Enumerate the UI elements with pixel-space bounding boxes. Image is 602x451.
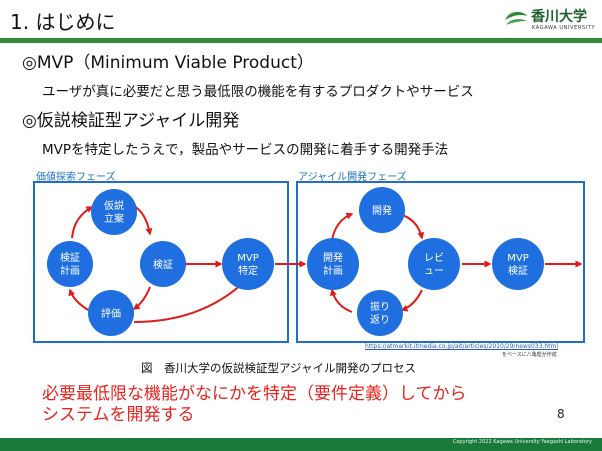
- arrow-devplan-to-dev: [331, 212, 354, 241]
- node-development-plan: [307, 238, 359, 290]
- source-note: をベースに八亀樫が作成: [502, 352, 557, 358]
- node-mvp-verify: [492, 238, 544, 290]
- node-hypothesis-label-2: 立案: [104, 212, 124, 225]
- node-verification-label: 検証: [153, 258, 173, 271]
- node-evaluation-label: 評価: [101, 307, 121, 320]
- node-review: [408, 238, 460, 290]
- phase1-frame: [33, 181, 289, 343]
- node-hypothesis: [91, 189, 137, 235]
- logo-leaf-icon: [505, 11, 527, 25]
- phase2-frame: [296, 181, 585, 343]
- phase2-label: アジャイル開発フェーズ: [298, 172, 407, 183]
- node-review-label-2: ュー: [424, 266, 444, 277]
- arrow-verify-to-evaluate: [132, 286, 151, 310]
- arrow-review-to-retro: [400, 289, 423, 312]
- node-mvp-identify: [222, 238, 274, 290]
- node-development-plan-label-2: 計画: [323, 264, 343, 277]
- node-evaluation: [88, 290, 134, 336]
- node-hypothesis-label-1: 仮説: [104, 199, 124, 212]
- node-mvp-verify-label-2: 検証: [508, 264, 528, 277]
- conclusion-line-2: システムを開発する: [42, 405, 195, 425]
- slide-title: 1. はじめに: [10, 10, 116, 34]
- node-development: [359, 187, 405, 233]
- arrow-retro-to-devplan: [329, 288, 353, 313]
- page-number: 8: [557, 407, 565, 421]
- node-verification-plan-label-2: 計画: [60, 264, 80, 277]
- conclusion-line-1: 必要最低限な機能がなにかを特定（要件定義）してから: [42, 384, 467, 404]
- conclusion: 必要最低限な機能がなにかを特定（要件定義）してから システムを開発する: [42, 384, 467, 426]
- source-link[interactable]: https://atmarkit.itmedia.co.jp/ait/artic…: [365, 343, 558, 350]
- arrow-evaluate-to-mvp: [133, 281, 245, 323]
- node-mvp-identify-label-1: MVP: [237, 253, 259, 264]
- title-rule: [0, 38, 602, 43]
- node-verification-plan: [47, 241, 93, 287]
- node-development-label: 開発: [372, 204, 392, 217]
- node-retrospective: [357, 290, 403, 336]
- node-verification-plan-label-1: 検証: [60, 251, 80, 264]
- logo-subtext: KAGAWA UNIVERSITY: [532, 25, 596, 31]
- node-retrospective-label-2: 返り: [370, 314, 390, 326]
- bullet-agile-description: MVPを特定したうえで，製品やサービスの開発に着手する開発手法: [42, 142, 449, 158]
- node-mvp-verify-label-1: MVP: [507, 253, 529, 264]
- node-verification: [140, 241, 186, 287]
- node-development-plan-label-1: 開発: [323, 251, 343, 264]
- university-logo: 香川大学 KAGAWA UNIVERSITY: [503, 6, 595, 36]
- bullet-agile-heading: ◎仮説検証型アジャイル開発: [22, 111, 240, 131]
- logo-text: 香川大学: [531, 9, 587, 25]
- footer-bar: [0, 438, 602, 451]
- arrow-evaluate-to-plan: [68, 288, 91, 312]
- bullet-mvp-heading: ◎MVP（Minimum Viable Product）: [22, 53, 314, 73]
- node-review-label-1: レビ: [424, 252, 444, 264]
- figure-caption: 図 香川大学の仮説検証型アジャイル開発のプロセス: [141, 361, 416, 375]
- bullet-mvp-description: ユーザが真に必要だと思う最低限の機能を有するプロダクトやサービス: [42, 84, 474, 100]
- node-retrospective-label-1: 振り: [370, 300, 390, 313]
- node-mvp-identify-label-2: 特定: [238, 264, 258, 277]
- phase1-label: 価値探索フェーズ: [36, 172, 116, 183]
- footer-copyright: Copyright 2022 Kagawa University Yaegash…: [452, 439, 592, 445]
- arrow-plan-to-hypothesis: [71, 206, 94, 239]
